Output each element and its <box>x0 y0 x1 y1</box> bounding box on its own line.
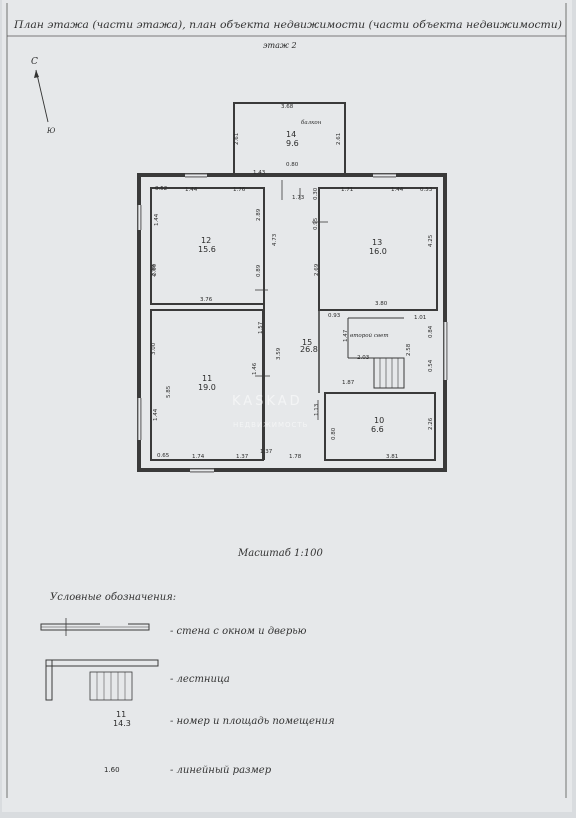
room-10-number: 10 <box>374 416 384 425</box>
dimension-label: 3.80 <box>375 301 388 307</box>
room-13-outline <box>318 187 438 311</box>
window-lines <box>137 173 448 473</box>
dimension-label: 0.54 <box>428 359 434 372</box>
dimension-label: 2.58 <box>406 343 412 356</box>
room-14-number: 14 <box>286 130 296 139</box>
dimension-label: 2.89 <box>256 208 262 221</box>
legend-sample-dim: 1.60 <box>104 766 120 774</box>
dimension-label: 3.59 <box>276 347 282 360</box>
compass-icon: С Ю <box>31 57 56 135</box>
room-11-number: 11 <box>202 374 212 383</box>
dimension-label: 1.01 <box>414 315 426 321</box>
dimension-label: 3.81 <box>386 454 398 460</box>
dimension-label: 1.71 <box>341 187 353 193</box>
dimension-label: 1.87 <box>342 380 355 386</box>
dimension-label: 0.30 <box>313 187 319 200</box>
scale-label: Масштаб 1:100 <box>237 548 323 559</box>
dimension-label: 1.76 <box>233 187 246 193</box>
dimension-label: 3.00 <box>151 342 157 355</box>
legend-title: Условные обозначения: <box>50 592 176 603</box>
room-13-number: 13 <box>372 238 382 247</box>
dimension-label: 0.80 <box>286 162 299 168</box>
dimension-labels: 3.68 2.61 2.61 0.80 1.43 1.73 0.52 1.44 1.76 0.30… <box>151 104 434 460</box>
watermark-sub: НЕДВИЖИМОСТЬ <box>233 421 309 429</box>
dimension-label: 1.44 <box>185 187 198 193</box>
dimension-label: 3.68 <box>281 104 294 110</box>
dimension-label: 4.25 <box>428 234 434 247</box>
legend-stair-symbol <box>45 659 159 701</box>
windows <box>137 173 447 472</box>
dimension-label: 1.37 <box>260 449 273 455</box>
room-15-number: 15 <box>302 338 312 347</box>
dimension-label: 1.57 <box>258 321 264 334</box>
dimension-label: 0.52 <box>155 186 167 192</box>
dimension-label: 2.03 <box>357 355 370 361</box>
floor-label: этаж 2 <box>263 41 297 50</box>
room-12-area: 15.6 <box>198 245 216 254</box>
compass-north: С <box>31 57 38 67</box>
room-13-area: 16.0 <box>369 247 387 256</box>
dimension-label: 1.44 <box>153 408 159 421</box>
dimension-label: 0.84 <box>428 325 434 338</box>
dimension-label: 0.65 <box>157 453 170 459</box>
dimension-label: 0.53 <box>420 187 433 193</box>
dimension-label: 1.43 <box>253 170 266 176</box>
dimension-label: 2.61 <box>336 133 342 145</box>
dimension-label: 1.46 <box>252 362 258 375</box>
dimension-label: 2.99 <box>152 263 158 276</box>
legend-wall-text: - стена с окном и дверью <box>170 626 307 637</box>
legend-stair-text: - лестница <box>170 674 230 685</box>
compass-south: Ю <box>46 127 56 135</box>
room-12-number: 12 <box>201 236 211 245</box>
dimension-label: 5.85 <box>166 385 172 398</box>
dimension-label: 4.73 <box>272 233 278 246</box>
room-10-outline <box>324 392 436 461</box>
room-12-outline <box>150 187 265 305</box>
legend-sample-number: 11 <box>116 710 126 719</box>
room-15-area: 26.8 <box>300 345 318 354</box>
dimension-label: 1.73 <box>292 195 305 201</box>
dimension-label: 2.61 <box>234 133 240 145</box>
room-10-area: 6.6 <box>371 425 384 434</box>
dimension-label: 1.44 <box>391 187 404 193</box>
dimension-label: 0.95 <box>313 217 319 230</box>
dimension-label: 0.93 <box>328 313 341 319</box>
dimension-label: 1.44 <box>154 213 160 226</box>
dimension-label: 1.47 <box>343 329 349 342</box>
dimension-label: 2.26 <box>428 417 434 430</box>
dimension-label: 3.76 <box>200 297 213 303</box>
header-title: План этажа (части этажа), план объекта н… <box>13 19 562 31</box>
dimension-label: 0.80 <box>331 427 337 440</box>
dimension-label: 1.78 <box>289 454 302 460</box>
room-14-area: 9.6 <box>286 139 299 148</box>
second-light-label: второй свет <box>350 333 389 339</box>
dimension-label: 2.99 <box>151 264 157 277</box>
stair-icon <box>373 357 405 389</box>
legend-wall-symbol <box>40 618 150 636</box>
watermark-brand: KASKAD <box>232 394 303 409</box>
dimension-label: 1.13 <box>314 403 320 416</box>
room-11-area: 19.0 <box>198 383 216 392</box>
legend-sample-area: 14.3 <box>113 719 131 728</box>
dimension-label: 1.74 <box>192 454 205 460</box>
dimension-label: 0.89 <box>256 264 262 277</box>
legend-room-text: - номер и площадь помещения <box>170 716 335 727</box>
dimension-label: 2.69 <box>314 263 320 276</box>
legend-dim-text: - линейный размер <box>170 765 272 776</box>
dimension-label: 1.37 <box>236 454 249 460</box>
room-14-name: балкон <box>301 119 322 126</box>
